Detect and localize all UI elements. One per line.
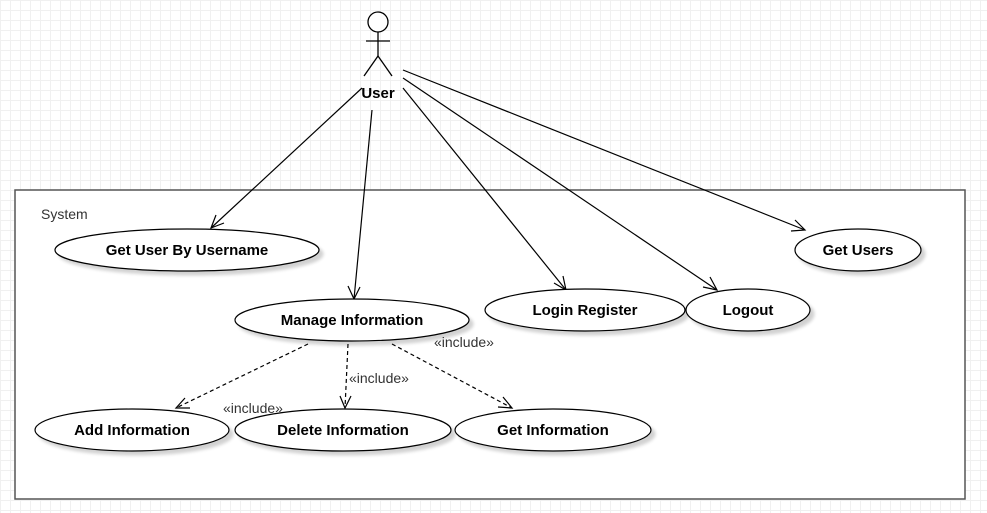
actor-name: User: [361, 85, 395, 102]
association-logout[interactable]: [402, 77, 719, 291]
actor-right-leg: [377, 55, 393, 77]
use-case-get-information[interactable]: Get Information: [454, 408, 652, 452]
use-case-label: Get Users: [823, 242, 894, 259]
use-case-manage-information[interactable]: Manage Information: [234, 298, 470, 342]
include-label-get-information: «include»: [434, 334, 494, 350]
use-case-label: Get User By Username: [106, 242, 269, 259]
actor-head: [367, 11, 389, 33]
use-case-login-register[interactable]: Login Register: [484, 288, 686, 332]
use-case-label: Login Register: [532, 302, 637, 319]
use-case-label: Manage Information: [281, 312, 424, 329]
use-case-label: Logout: [723, 302, 774, 319]
include-label-delete-information: «include»: [349, 370, 409, 386]
use-case-label: Add Information: [74, 422, 190, 439]
association-get-user-by-username[interactable]: [209, 87, 363, 230]
use-case-get-user-by-username[interactable]: Get User By Username: [54, 228, 320, 272]
include-label-add-information: «include»: [223, 400, 283, 416]
use-case-label: Get Information: [497, 422, 609, 439]
include-delete-information[interactable]: [339, 343, 352, 410]
use-case-get-users[interactable]: Get Users: [794, 228, 922, 272]
include-add-information[interactable]: [174, 343, 309, 409]
use-case-delete-information[interactable]: Delete Information: [234, 408, 452, 452]
use-case-label: Delete Information: [277, 422, 409, 439]
include-get-information[interactable]: [391, 343, 514, 409]
association-get-users[interactable]: [402, 69, 807, 232]
actor-user[interactable]: [363, 11, 393, 77]
use-case-logout[interactable]: Logout: [685, 288, 811, 332]
use-case-add-information[interactable]: Add Information: [34, 408, 230, 452]
system-label: System: [41, 206, 88, 222]
actor-left-leg: [363, 55, 379, 77]
